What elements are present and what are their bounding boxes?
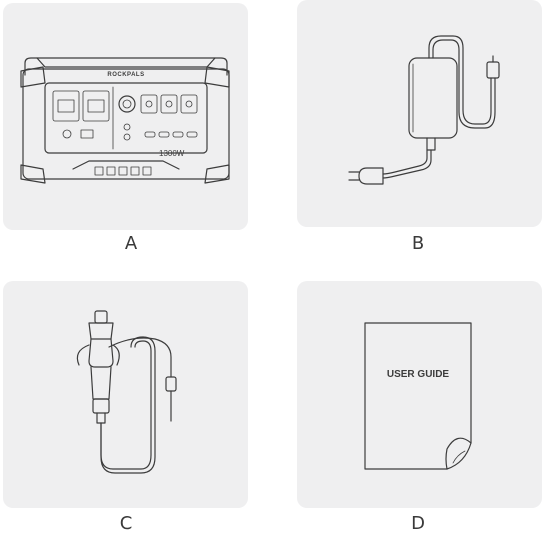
ac-adapter-illustration bbox=[348, 35, 500, 185]
power-station-illustration: ROCKPALS 1300W bbox=[20, 57, 230, 184]
item-c-label: C bbox=[119, 513, 133, 534]
model-label: 1300W bbox=[159, 149, 185, 158]
item-c-panel bbox=[3, 281, 248, 508]
item-a-label: A bbox=[124, 233, 138, 254]
user-guide-booklet-illustration: USER GUIDE bbox=[364, 322, 472, 470]
item-d-panel: USER GUIDE bbox=[297, 281, 542, 508]
item-a-panel: ROCKPALS 1300W bbox=[3, 3, 248, 230]
brand-label: ROCKPALS bbox=[107, 72, 144, 78]
item-b-label: B bbox=[411, 233, 425, 254]
item-b-panel bbox=[297, 0, 542, 227]
car-charger-cable-illustration bbox=[76, 310, 177, 474]
item-d-label: D bbox=[411, 513, 425, 534]
booklet-title: USER GUIDE bbox=[387, 369, 450, 380]
